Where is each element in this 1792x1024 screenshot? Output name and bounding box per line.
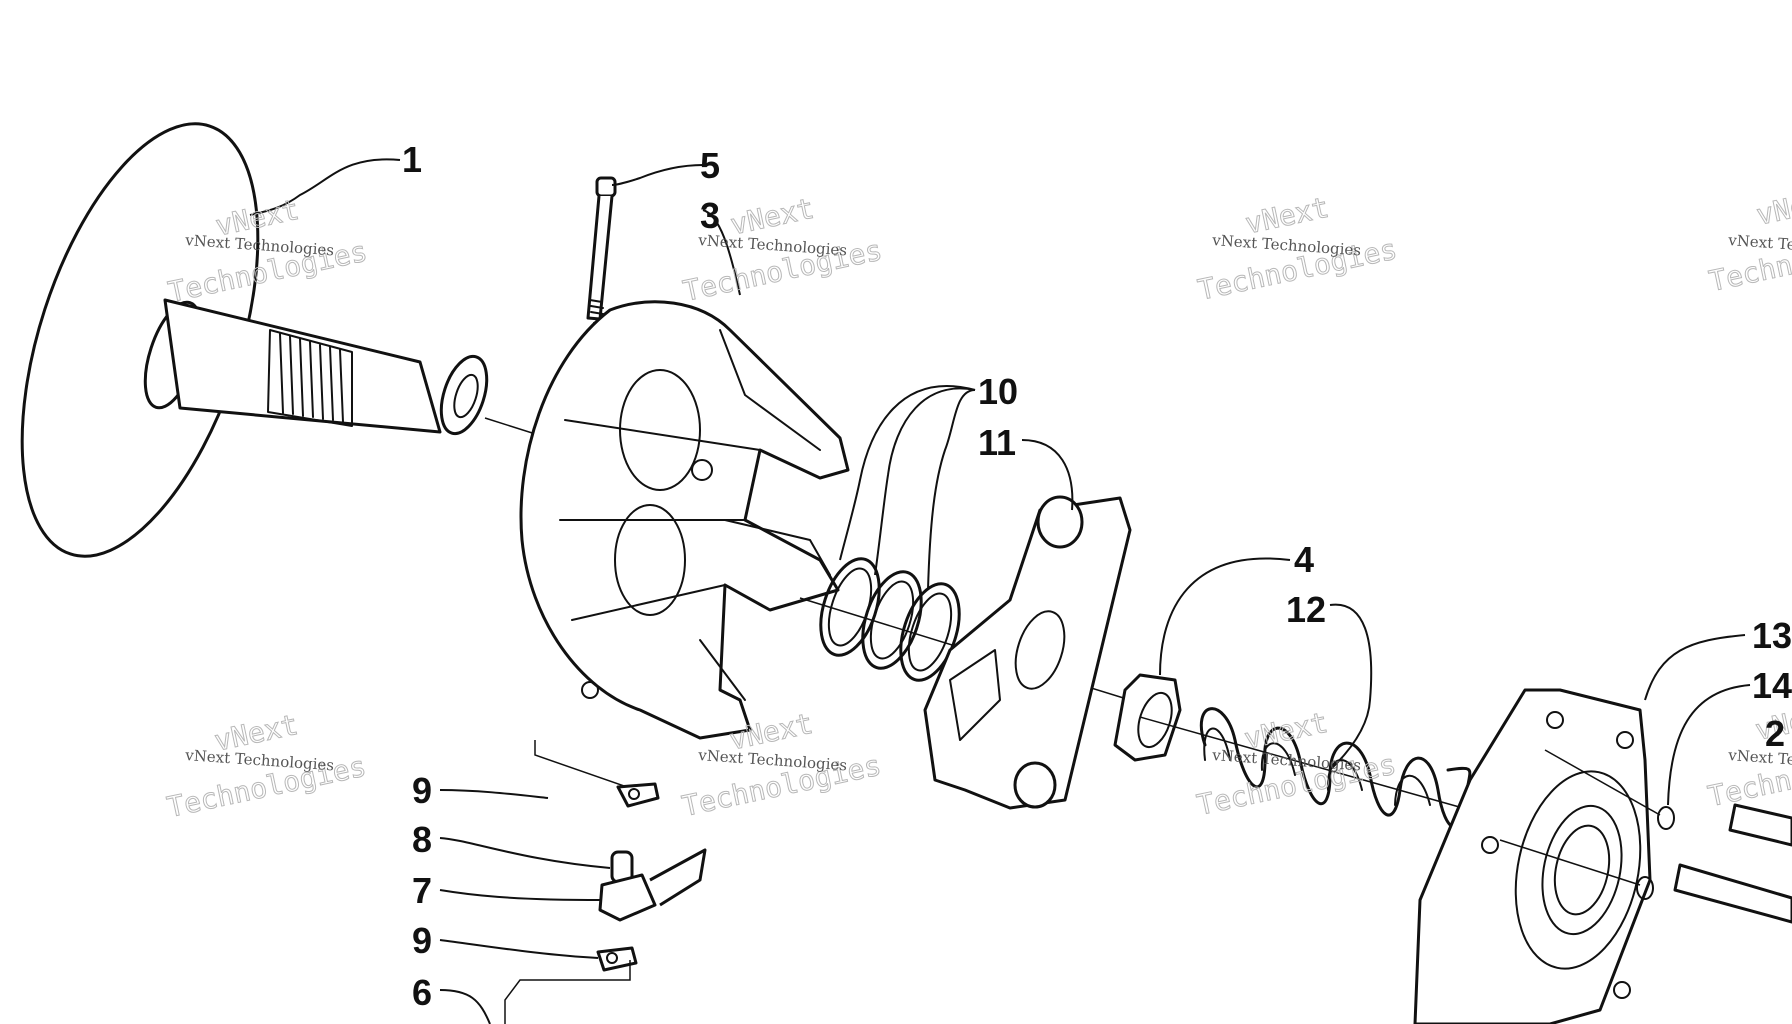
part-12-spring [1139,707,1472,829]
callout-4: 4 [1294,539,1314,580]
parts-6-to-9-roller-assembly [504,740,707,1024]
part-1-sheave-shaft [20,122,549,558]
svg-text:vNext: vNext [1242,191,1331,241]
callout-7: 7 [412,870,432,911]
callout-3: 3 [700,195,720,236]
callout-13: 13 [1752,615,1792,656]
callout-9-upper: 9 [412,770,432,811]
part-11-spider-arm [923,495,1132,810]
callout-12: 12 [1286,589,1326,630]
callout-11: 11 [978,422,1016,463]
callout-5: 5 [700,145,720,186]
part-3-spider-housing [519,300,850,740]
callout-2: 2 [1765,713,1785,754]
callout-14: 14 [1752,665,1792,706]
watermark-text: vNext Technologies [184,746,335,774]
leader-lines [249,158,1751,1024]
callout-10: 10 [978,371,1018,412]
part-14-washers [1499,749,1675,900]
part-2-studs [1673,803,1792,924]
svg-text:vNext: vNext [1753,182,1792,232]
callout-8: 8 [412,819,432,860]
watermark-text: vNext Technologies [184,231,335,259]
callout-1: 1 [402,139,422,180]
part-4-nut [1113,673,1182,762]
callout-labels: 1 5 3 10 11 4 12 13 14 2 9 8 7 9 6 [402,139,1792,1013]
part-13-cover-plate [1413,688,1652,1024]
callout-9-lower: 9 [412,920,432,961]
callout-6: 6 [412,972,432,1013]
part-5-bolt [569,176,617,481]
